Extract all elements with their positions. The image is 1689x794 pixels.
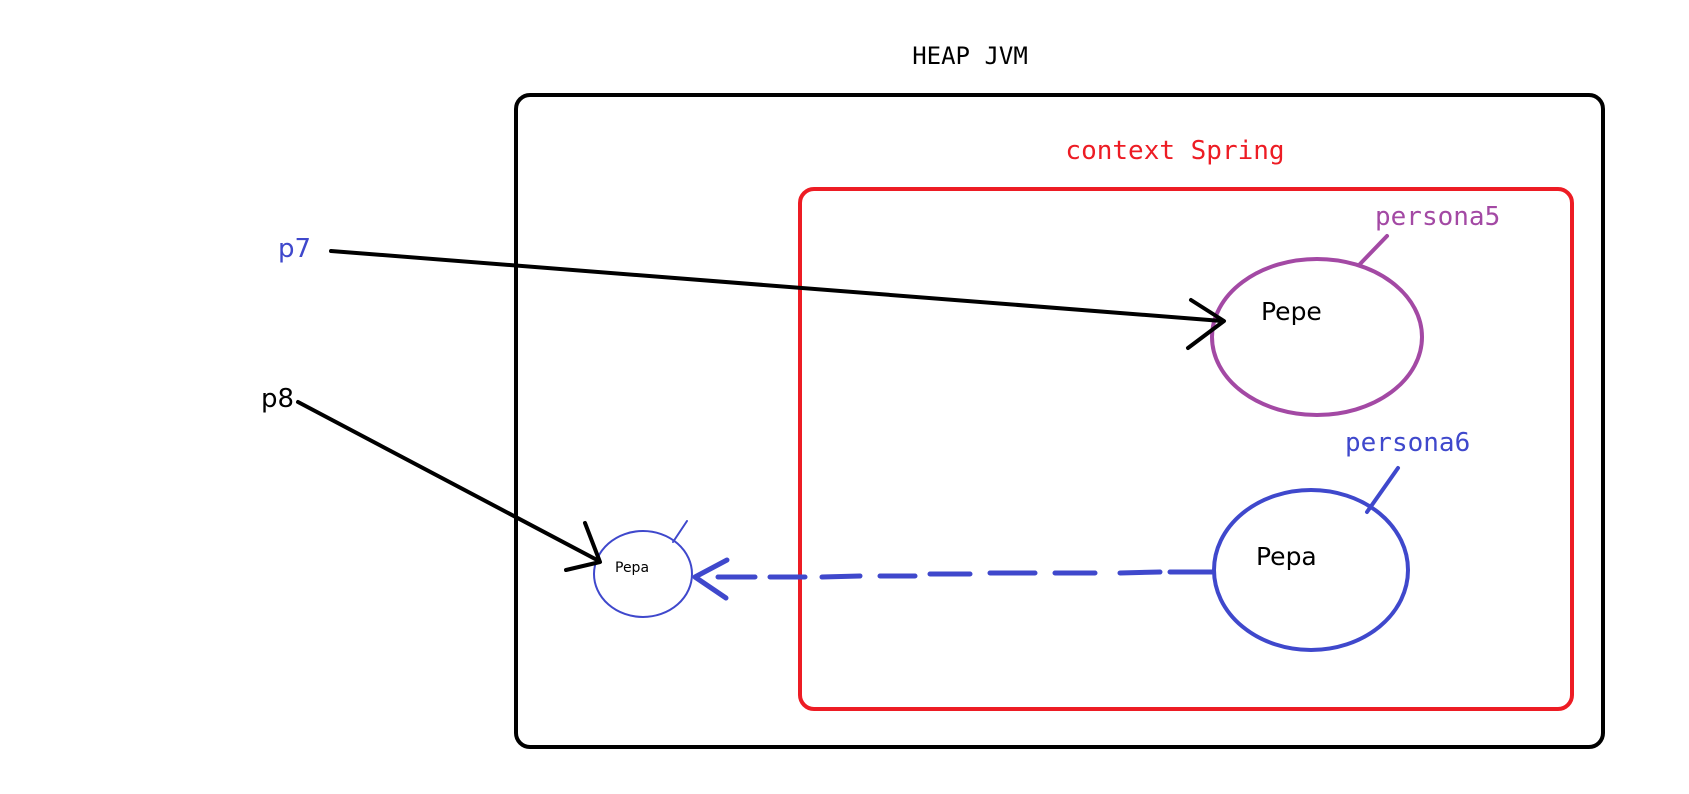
p8-arrow-line: [296, 400, 601, 563]
copy-object: [593, 530, 693, 618]
persona5-label: persona5: [1375, 202, 1500, 232]
heap-box: [514, 93, 1605, 749]
persona6-tick: [1365, 466, 1400, 514]
spring-context-box: [798, 187, 1574, 711]
p7-arrow-head: [1186, 298, 1226, 350]
p8-arrow-head: [564, 521, 602, 572]
p7-arrow-line: [329, 249, 1224, 323]
p7-label: p7: [278, 234, 311, 264]
persona5-object: [1210, 257, 1424, 417]
persona6-value: Pepa: [1256, 542, 1317, 571]
persona6-label: persona6: [1345, 428, 1470, 458]
persona5-tick: [1358, 234, 1389, 266]
copy-arrow-line: [715, 569, 1215, 580]
copy-object-value: Pepa: [615, 560, 649, 576]
copy-object-tick: [672, 520, 688, 543]
copy-arrow-head: [692, 557, 730, 601]
p8-label: p8: [261, 384, 294, 414]
heap-title: HEAP JVM: [912, 42, 1028, 70]
spring-context-title: context Spring: [1065, 136, 1284, 166]
persona6-object: [1212, 488, 1410, 652]
persona5-value: Pepe: [1261, 297, 1322, 326]
